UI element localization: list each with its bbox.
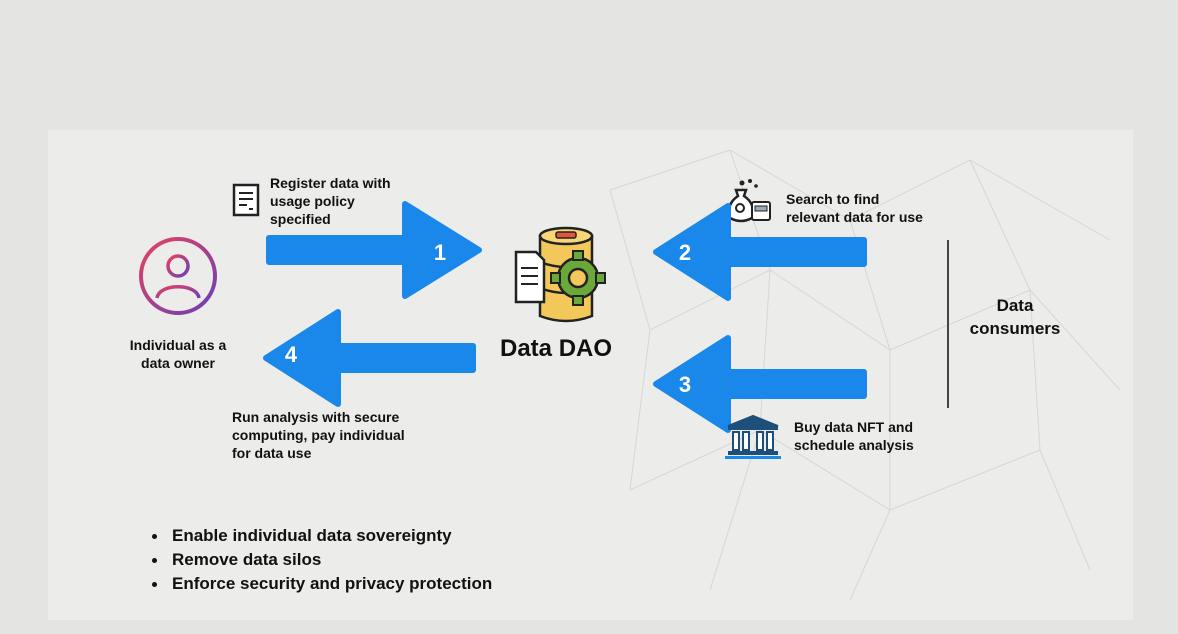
slide-background [48, 130, 1133, 620]
money-bag-search-icon [727, 179, 771, 223]
step-4-number: 4 [284, 342, 298, 367]
step-3-text: Buy data NFT and schedule analysis [794, 419, 914, 453]
step-1-text: Register data with usage policy specifie… [270, 175, 391, 227]
arrow-step-3 [653, 335, 867, 433]
database-gear-icon [514, 226, 606, 323]
step-4-text: Run analysis with secure computing, pay … [232, 409, 405, 461]
network-background [609, 149, 1121, 601]
bullet-item: Enforce security and privacy protection [150, 572, 492, 596]
consumers-divider [947, 240, 949, 408]
step-2-text: Search to find relevant data for use [786, 191, 923, 225]
bullet-item: Enable individual data sovereignty [150, 524, 492, 548]
user-circle-icon [139, 237, 217, 315]
step-3-number: 3 [678, 372, 692, 397]
data-consumers-label: Data consumers [969, 296, 1061, 338]
document-icon [232, 183, 260, 217]
owner-label: Individual as a data owner [129, 337, 227, 371]
arrow-step-4 [263, 309, 476, 407]
arrow-step-2 [653, 203, 867, 301]
data-dao-title: Data DAO [500, 335, 613, 362]
bank-icon [725, 414, 781, 459]
step-2-number: 2 [678, 240, 692, 265]
benefits-list: Enable individual data sovereignty Remov… [150, 524, 492, 596]
bullet-item: Remove data silos [150, 548, 492, 572]
arrow-step-1 [266, 201, 482, 299]
step-1-number: 1 [433, 240, 447, 265]
